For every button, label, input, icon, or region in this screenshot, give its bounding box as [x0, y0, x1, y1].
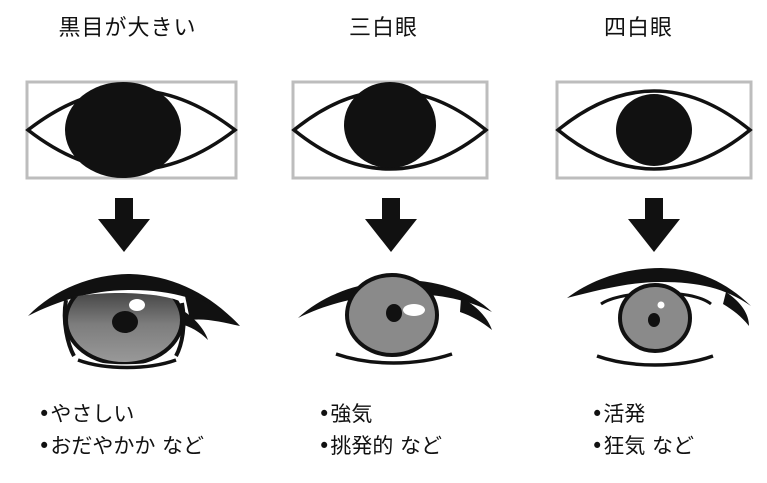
trait-item: •挑発的 など: [318, 434, 443, 458]
pupil: [386, 304, 402, 322]
schematic-eye: [25, 80, 238, 180]
column-title: 三白眼: [348, 16, 418, 41]
down-arrow-icon: [628, 198, 680, 252]
iris-shape: [65, 82, 181, 178]
upper-lash: [298, 280, 492, 318]
illustrated-eye: [28, 274, 240, 370]
column-large-iris: 黒目が大きい: [0, 0, 255, 483]
trait-list: •強気 •挑発的 など: [318, 398, 533, 462]
column-title: 四白眼: [603, 16, 673, 41]
trait-list: •やさしい •おだやかか など: [38, 398, 253, 462]
highlight: [657, 301, 665, 309]
diagram-sanpaku: [291, 80, 492, 365]
highlight: [403, 304, 425, 316]
trait-list: •活発 •狂気 など: [591, 398, 767, 462]
trait-item: •やさしい: [38, 402, 135, 426]
upper-lash: [28, 274, 232, 318]
diagram-large-iris: [25, 80, 240, 370]
iris-shape: [616, 94, 692, 166]
down-arrow-icon: [365, 198, 417, 252]
pupil: [648, 313, 660, 327]
column-title: 黒目が大きい: [58, 16, 197, 41]
diagram-shihaku: [555, 80, 753, 367]
schematic-eye: [291, 80, 489, 180]
schematic-eye: [555, 80, 753, 180]
trait-item: •狂気 など: [591, 434, 695, 458]
iris-shape: [344, 82, 436, 168]
illustrated-eye: [298, 273, 492, 365]
pupil: [112, 311, 138, 333]
down-arrow-icon: [98, 198, 150, 252]
lash-tail: [185, 296, 240, 326]
illustrated-eye: [567, 268, 751, 367]
highlight: [129, 299, 145, 311]
column-shihaku: 四白眼 •活発 •狂気 など: [511, 0, 766, 483]
trait-item: •おだやかか など: [38, 434, 205, 458]
lower-lid: [335, 352, 453, 365]
trait-item: •強気: [318, 402, 373, 426]
column-sanpaku: 三白眼 •強気 •挑発的 など: [256, 0, 511, 483]
trait-item: •活発: [591, 402, 646, 426]
lower-lid: [596, 354, 714, 367]
lower-lid: [77, 358, 177, 370]
upper-lash: [567, 268, 751, 306]
